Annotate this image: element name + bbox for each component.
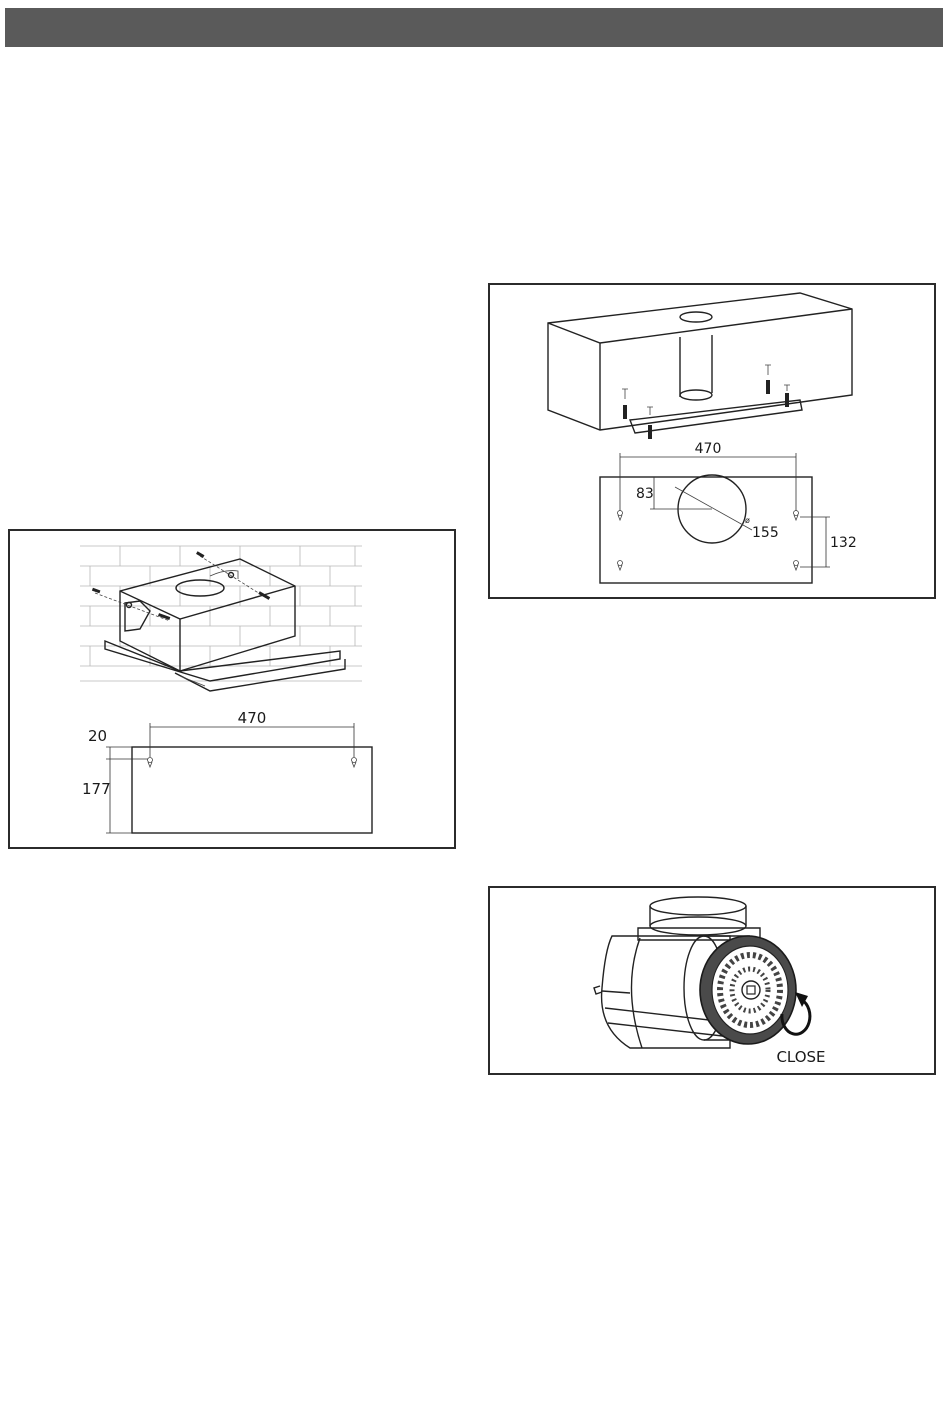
ceiling-dimension-drawing (600, 453, 830, 583)
wall-mounting-figure: 470 20 177 (8, 529, 456, 849)
keyhole (794, 561, 799, 571)
motor-housing (594, 897, 796, 1048)
ceiling-mounting-figure: 470 83 ø 155 132 (488, 283, 936, 599)
keyhole (618, 561, 623, 571)
ceiling-mounting-illustration: 470 83 ø 155 132 (490, 285, 938, 601)
wall-mounting-illustration: 470 20 177 (10, 531, 458, 851)
keyhole (618, 511, 623, 521)
dim-470: 470 (695, 441, 722, 457)
keyhole (794, 511, 799, 521)
hood-body (105, 559, 345, 691)
dim-132: 132 (830, 535, 857, 551)
cabinet-box (548, 293, 852, 433)
close-label: CLOSE (776, 1048, 825, 1066)
motor-illustration: CLOSE (490, 888, 938, 1077)
dim-83: 83 (636, 486, 654, 502)
diameter-symbol: ø (745, 516, 750, 525)
keyhole (352, 758, 357, 768)
screws (622, 365, 790, 439)
dim-155: 155 (752, 525, 779, 541)
dim-470: 470 (238, 709, 267, 727)
wall-dimension-drawing (106, 723, 372, 833)
dim-177: 177 (82, 780, 111, 798)
dim-20: 20 (88, 727, 107, 745)
keyhole (148, 758, 153, 768)
motor-figure: CLOSE (488, 886, 936, 1075)
brick-wall (80, 546, 362, 681)
header-bar (5, 8, 943, 47)
